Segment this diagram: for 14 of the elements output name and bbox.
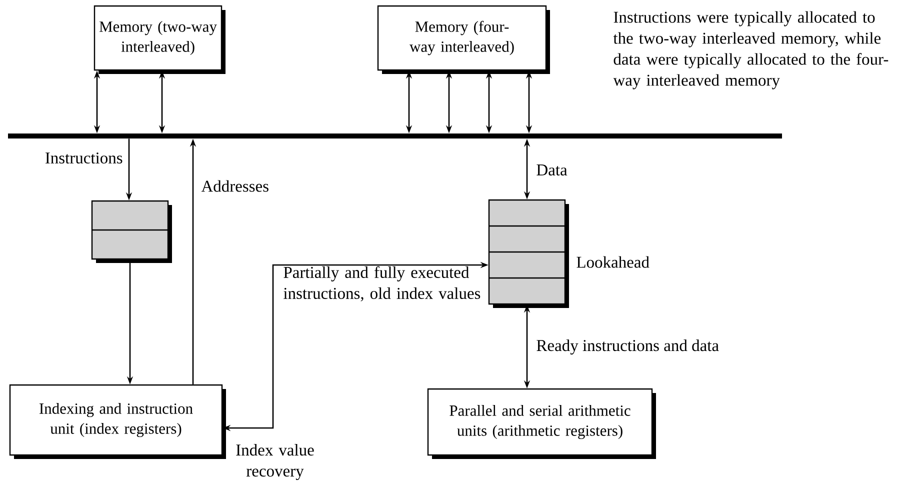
edge-label: Ready instructions and data [536,340,719,354]
edge-label: Data [536,164,568,176]
edge-label: Instructions [46,152,122,164]
annotation-text: Index value recovery [236,444,314,480]
register-stack [91,200,172,263]
register-stack [488,199,569,308]
box: Indexing and instruction unit (index registers) [9,384,226,459]
stack-caption: Lookahead [576,256,650,268]
edge-label: Partially and fully executed instructions, old index values [284,266,480,302]
edge-label: Addresses [201,180,268,192]
box: Memory (two-way interleaved) [94,5,226,74]
box: Parallel and serial arithmetic units (arithmetic registers) [427,388,656,459]
box: Memory (four-way interleaved) [377,5,550,74]
note-text: Instructions were typically allocated to the two-way interleaved memory, while data were typically allocated to the four-way interleaved memory [613,11,888,90]
